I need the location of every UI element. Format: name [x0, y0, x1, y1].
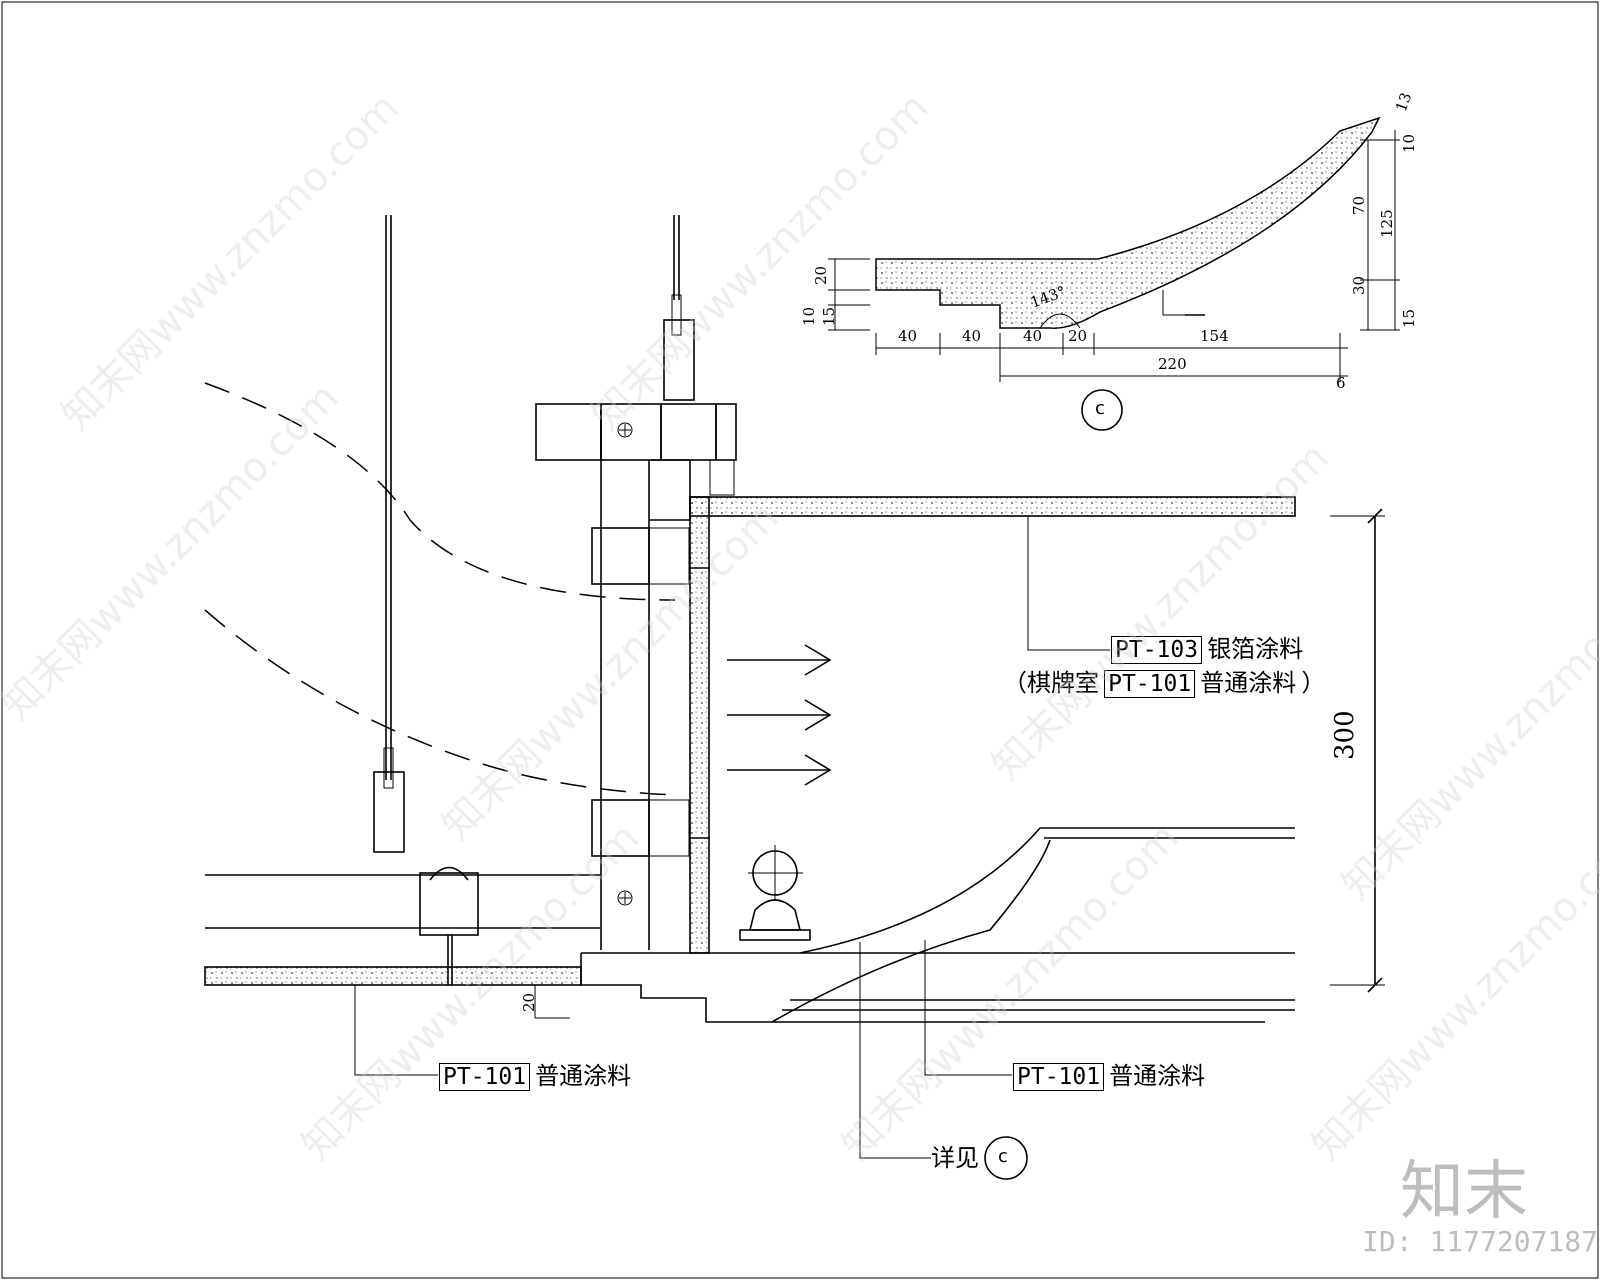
step-profile [580, 953, 772, 1023]
dim-right-10: 10 [1400, 133, 1418, 153]
leader-detail [859, 942, 931, 1159]
dim-right-15: 15 [1400, 308, 1418, 328]
hanger-rod-left [373, 215, 405, 853]
dim-bottom-4: 20 [1068, 327, 1088, 345]
material-name-right: 普通涂料 [1109, 1062, 1206, 1090]
airflow-arrows [727, 644, 832, 786]
material-code-pt101-alt: PT-101 [1104, 670, 1196, 698]
dim-20: 20 [520, 992, 538, 1012]
dim-left-15: 15 [820, 306, 838, 326]
dim-bottom-1: 40 [898, 327, 918, 345]
material-code-pt103: PT-103 [1111, 636, 1203, 664]
cove-curve-lower [771, 839, 1051, 1023]
dim-total-220: 220 [1158, 355, 1187, 373]
dim-bottom-3: 40 [1023, 327, 1043, 345]
detail-c-symbol: c [1095, 398, 1105, 419]
dim-right-125: 125 [1378, 209, 1396, 238]
material-name-left: 普通涂料 [535, 1062, 632, 1090]
ceiling-board-top [689, 496, 1296, 517]
dim-offset-6: 6 [1336, 374, 1346, 392]
callout-left: PT-101 普通涂料 [439, 1063, 631, 1091]
dim-right-70: 70 [1350, 195, 1368, 215]
detail-c-profile [875, 116, 1381, 329]
callout-right: PT-101 普通涂料 [1013, 1063, 1205, 1091]
wall-board [689, 496, 710, 954]
hanger-rod-right [663, 215, 695, 401]
callout-pt103: PT-103 银箔涂料 [1111, 636, 1303, 664]
detail-ref-marker [984, 1136, 1028, 1180]
bracket-assembly [535, 403, 737, 950]
callout-chess-room: （棋牌室 PT-101 普通涂料 ） [1003, 670, 1325, 698]
material-code-pt101-left: PT-101 [439, 1063, 531, 1091]
material-name-alt: 普通涂料 [1200, 669, 1297, 697]
leader-right [924, 940, 1012, 1076]
detail-reference-text: 详见 [931, 1144, 979, 1172]
dim-right-30: 30 [1350, 275, 1368, 295]
ceiling-board-left [204, 966, 582, 986]
dim-left-10: 10 [800, 306, 818, 326]
dim-300: 300 [1330, 710, 1360, 760]
cove-curve-upper [799, 827, 1295, 954]
detail-marker-c [1081, 389, 1123, 431]
dim-bottom-2: 40 [962, 327, 982, 345]
brand-id: ID: 1177207187 [1362, 1225, 1599, 1258]
room-name: （棋牌室 [1003, 669, 1099, 697]
dashed-curve-upper [204, 382, 676, 601]
material-name-silver-foil: 银箔涂料 [1207, 635, 1304, 663]
material-code-pt101-right: PT-101 [1013, 1063, 1105, 1091]
dim-bottom-5: 154 [1200, 327, 1229, 345]
leader-top [1027, 516, 1110, 651]
light-fixture [739, 845, 811, 941]
brand-logo: 知末 [1400, 1155, 1528, 1229]
dashed-curve-lower [204, 609, 676, 796]
detail-reference-symbol: c [998, 1146, 1008, 1167]
keel-clip [419, 866, 479, 985]
leader-left [354, 985, 438, 1076]
bracket-close: ） [1301, 669, 1326, 697]
dim-left-20: 20 [812, 265, 830, 285]
